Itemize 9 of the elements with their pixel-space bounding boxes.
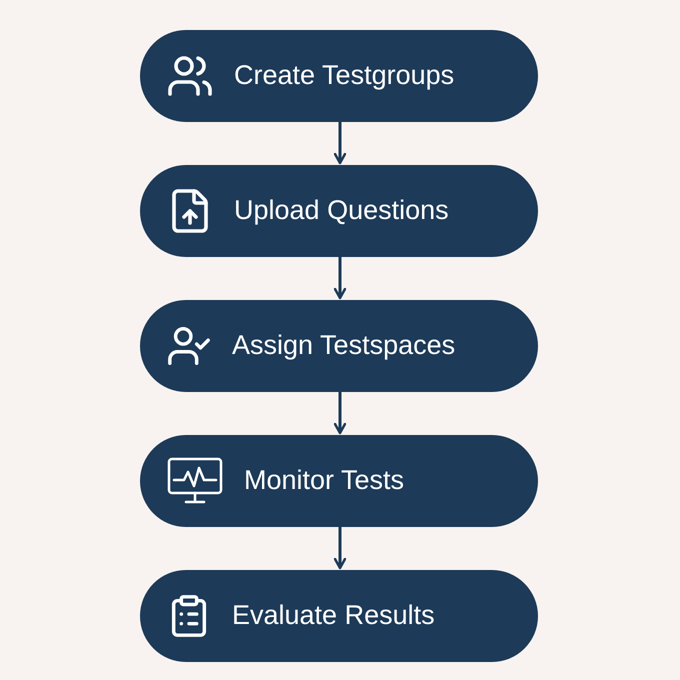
step-label: Create Testgroups [234,59,454,92]
arrow [334,257,346,300]
step-label: Upload Questions [234,194,449,228]
step-label: Monitor Tests [244,464,404,498]
arrow [334,122,346,164]
step-label: Assign Testspaces [232,329,456,362]
arrow [334,392,346,434]
arrow [334,527,346,570]
step-label: Evaluate Results [232,599,435,632]
